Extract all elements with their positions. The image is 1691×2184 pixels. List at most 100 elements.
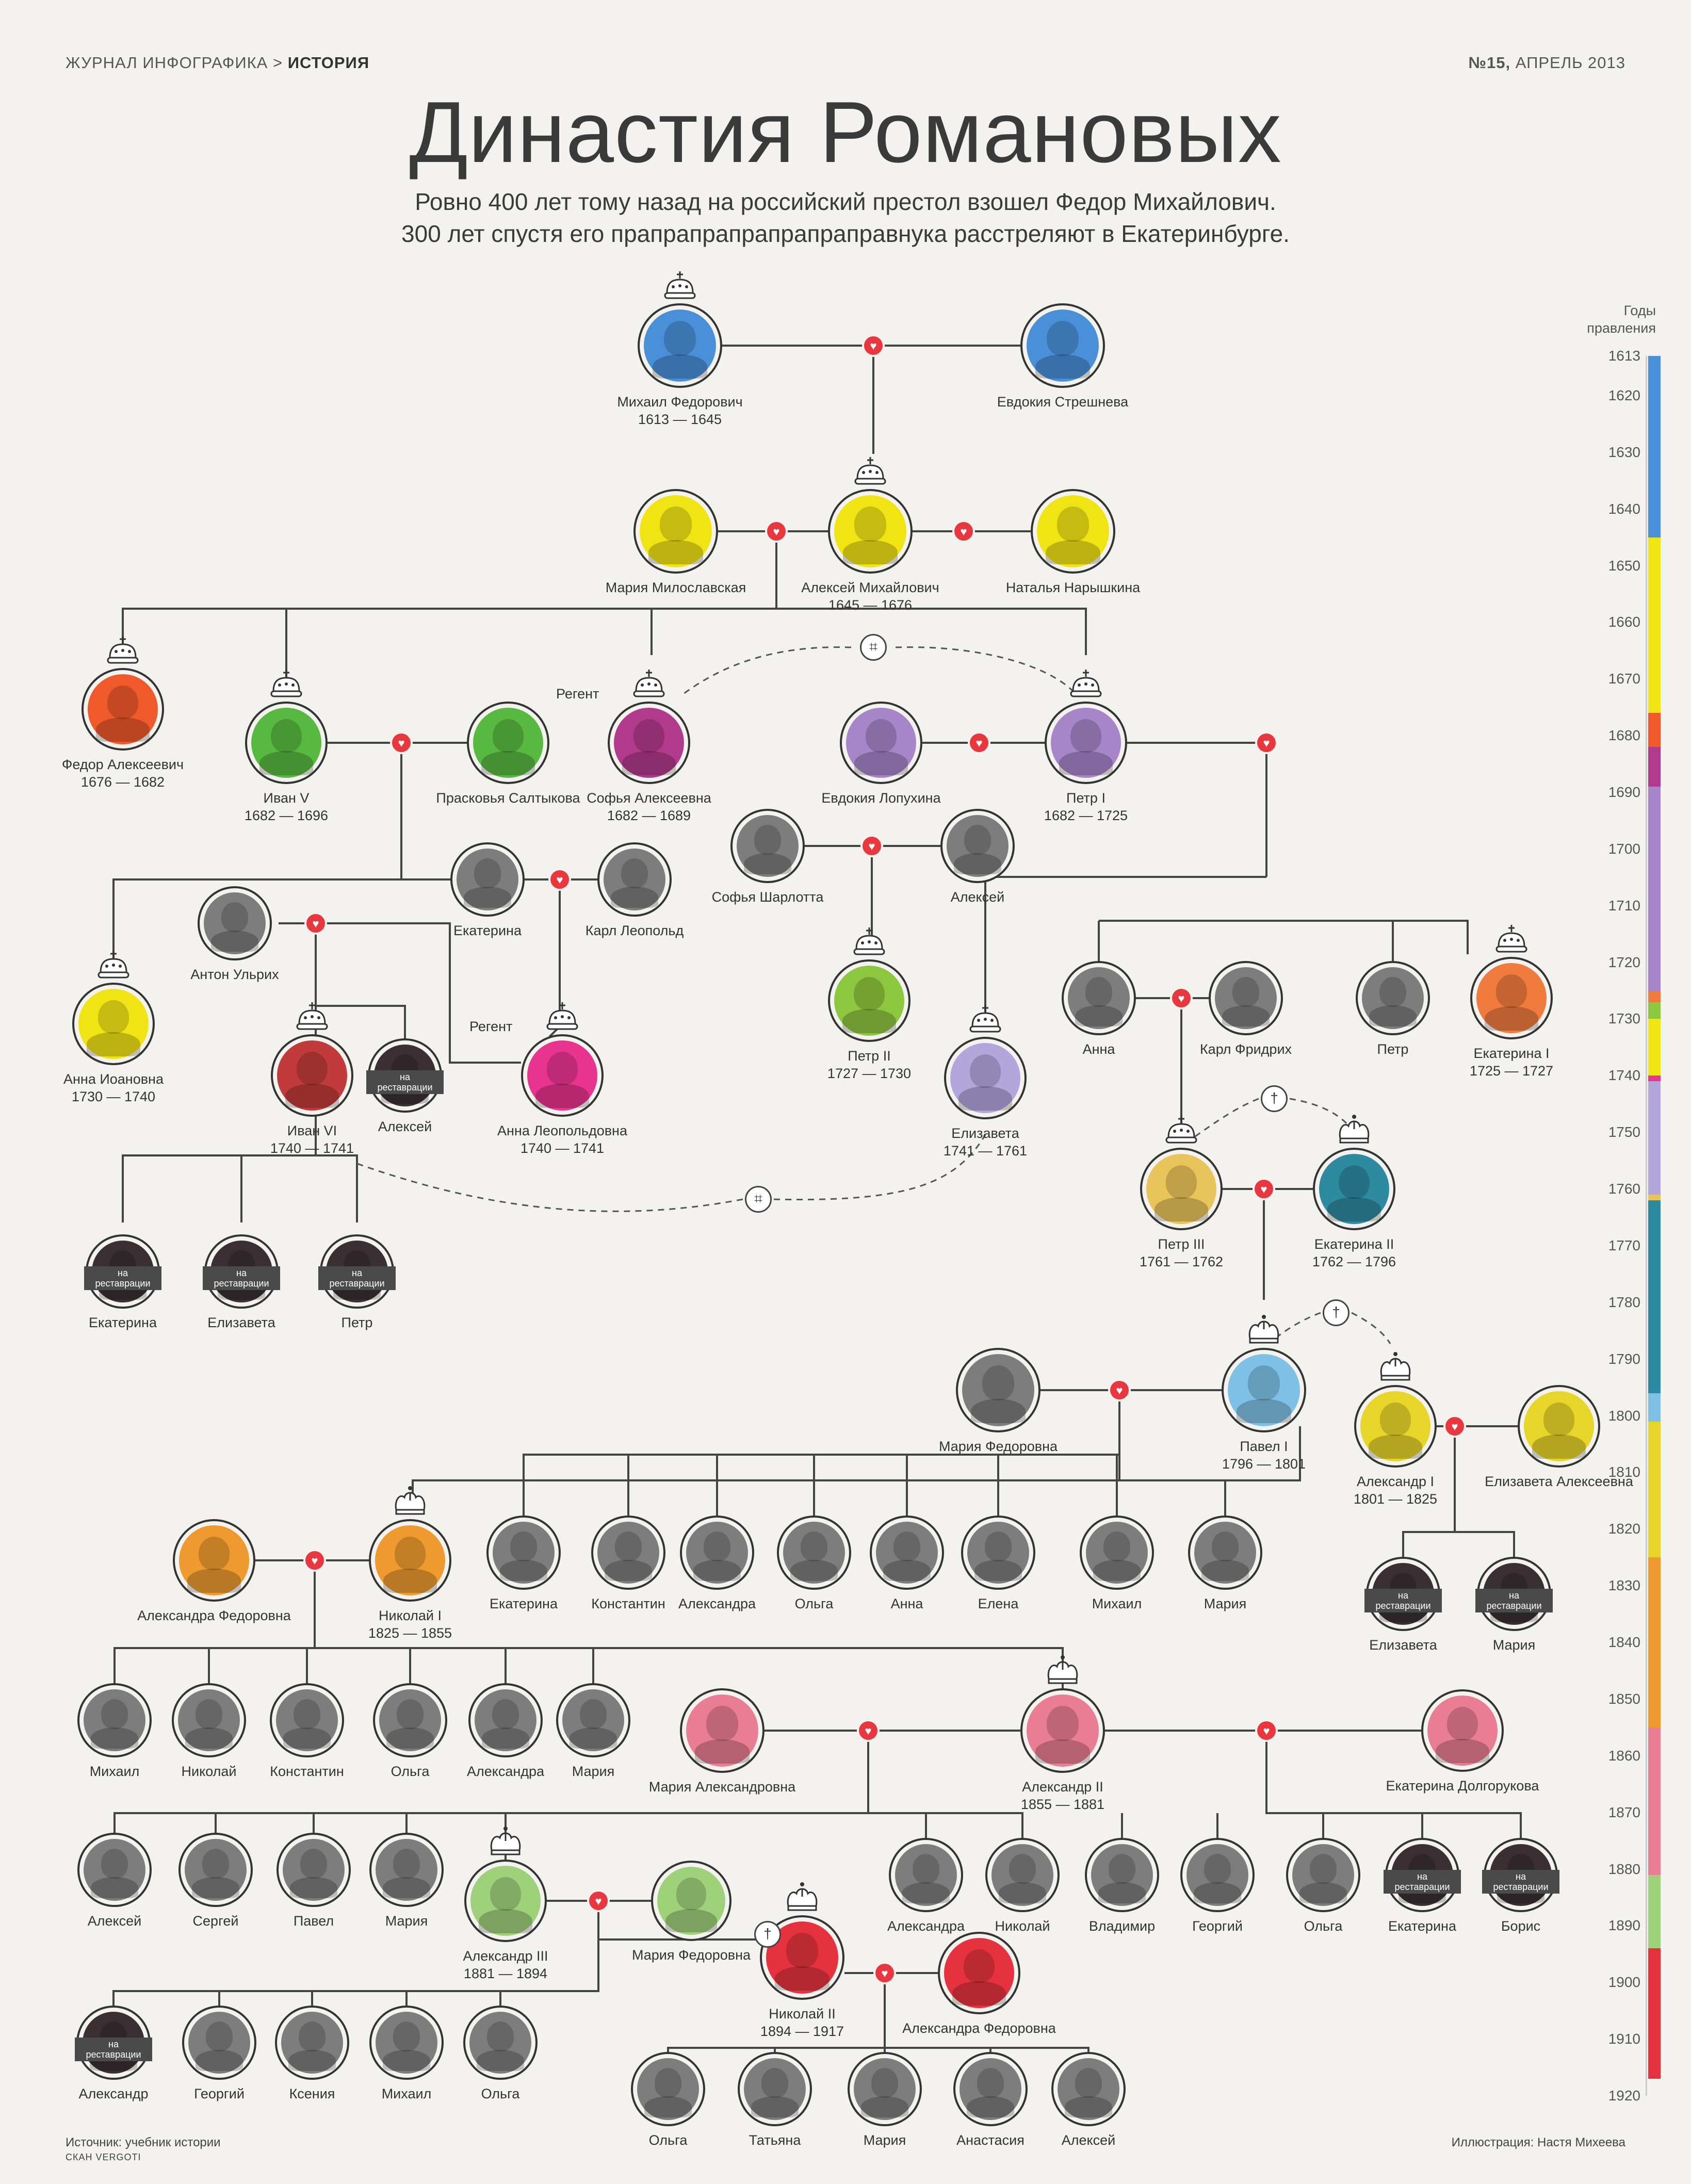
timeline-year-label: 1840 — [1608, 1634, 1640, 1651]
lineage-connector — [113, 1560, 316, 1683]
timeline-year-label: 1870 — [1608, 1804, 1640, 1820]
imperial-crown-icon — [1377, 1351, 1413, 1382]
reign-years: 1881 — 1894 — [463, 1966, 548, 1981]
reign-years: 1761 — 1762 — [1139, 1254, 1224, 1269]
person-name: Евдокия Стрешнева — [954, 393, 1171, 411]
portrait-frame — [275, 2006, 349, 2080]
portrait-image — [614, 708, 684, 778]
lineage-connector — [667, 1973, 886, 2052]
monomakh-cap-icon — [1070, 670, 1102, 697]
breadcrumb-separator: > — [268, 54, 288, 72]
marriage-heart-icon: ♥ — [1443, 1415, 1466, 1438]
person-name-text: Константин — [591, 1596, 665, 1611]
imperial-crown-icon — [395, 1486, 426, 1515]
portrait-frame — [940, 809, 1015, 883]
portrait-image — [1292, 1844, 1354, 1906]
monomakh-cap-icon — [967, 1003, 1003, 1034]
dagger-icon: † — [1323, 1299, 1349, 1326]
timeline-year-label: 1750 — [1608, 1124, 1640, 1140]
monomakh-cap-icon — [1068, 667, 1104, 698]
imperial-crown-icon — [490, 1827, 521, 1855]
portrait-image — [1427, 1696, 1498, 1766]
person-name-text: Анна — [890, 1596, 923, 1611]
portrait-frame — [944, 1037, 1027, 1119]
reign-segment — [1648, 787, 1661, 991]
reign-segment — [1648, 356, 1661, 537]
portrait-image — [375, 1525, 445, 1595]
succession-arrow — [355, 1162, 743, 1212]
reign-years: 1682 — 1725 — [1044, 808, 1128, 823]
person-name-text: Евдокия Лопухина — [821, 790, 941, 806]
person-name: Татьяна — [666, 2131, 883, 2149]
lineage-connector — [597, 1901, 760, 1941]
person-name: Екатерина — [415, 1595, 632, 1612]
lineage-connector — [240, 1154, 316, 1223]
person-name-text: Мария Милославская — [605, 580, 746, 595]
person-name: Михаил — [6, 1763, 223, 1780]
portrait-image — [783, 1522, 845, 1584]
portrait-frame — [953, 2052, 1028, 2126]
portrait-frame — [464, 1860, 547, 1942]
person-name: Мария — [1406, 1636, 1622, 1654]
restoration-label-line-1: на — [400, 1072, 410, 1082]
portrait-frame — [638, 303, 722, 388]
restoration-label-line-2: реставрации — [214, 1278, 269, 1289]
monomakh-cap-icon — [662, 269, 698, 300]
lineage-connector — [400, 743, 450, 881]
portrait-image — [1362, 967, 1424, 1029]
person-name-text: Александр II — [1022, 1779, 1103, 1795]
person-name-text: Мария Федоровна — [631, 1947, 751, 1963]
timeline-year-label: 1613 — [1608, 348, 1640, 364]
reign-years: 1730 — 1740 — [71, 1089, 156, 1104]
reign-years: 1676 — 1682 — [80, 774, 165, 790]
portrait-image — [991, 1844, 1053, 1906]
person-name-text: Мария — [863, 2132, 906, 2148]
reign-segment — [1648, 537, 1661, 713]
restoration-label-line-2: реставрации — [377, 1082, 433, 1093]
person-name: Михаил — [298, 2085, 515, 2102]
person-name: Елена — [890, 1595, 1107, 1612]
person-name: Ольга — [302, 1763, 518, 1780]
timeline-year-label: 1860 — [1608, 1747, 1640, 1764]
succession-arrow — [1186, 1098, 1259, 1144]
portrait-image — [766, 1921, 838, 1994]
portrait-image — [493, 1522, 555, 1584]
marriage-heart-icon: ♥ — [857, 1719, 880, 1742]
portrait-image — [1037, 495, 1109, 567]
person-name-text: Александра — [678, 1596, 756, 1611]
reign-years: 1741 — 1761 — [943, 1143, 1028, 1159]
person-name: Михаил — [1009, 1595, 1225, 1612]
person-name: Николай — [914, 1917, 1131, 1935]
monomakh-cap-icon — [546, 1002, 578, 1030]
dagger-icon: † — [1261, 1085, 1288, 1112]
lineage-connector — [1402, 1426, 1456, 1557]
reign-segment — [1648, 1075, 1661, 1082]
person-name-text: Екатерина Долгорукова — [1386, 1778, 1539, 1794]
monomakh-cap-icon — [1163, 1114, 1199, 1145]
reign-segment — [1648, 1557, 1661, 1727]
portrait-image — [640, 495, 712, 567]
portrait-image — [204, 892, 266, 954]
portrait-frame — [172, 1683, 246, 1757]
person-name: Константин — [520, 1595, 737, 1612]
monomakh-cap-icon — [853, 927, 885, 955]
reign-segment — [1648, 990, 1661, 1002]
timeline-year-label: 1900 — [1608, 1974, 1640, 1991]
person-name: Мария Милославская — [567, 579, 784, 596]
timeline-year-label: 1620 — [1608, 387, 1640, 403]
reign-segment — [1648, 1019, 1661, 1076]
portrait-image — [469, 2012, 531, 2074]
portrait-image — [854, 2058, 916, 2120]
portrait-frame — [1051, 2052, 1126, 2126]
person-name: Екатерина Долгорукова — [1354, 1777, 1571, 1795]
portrait-frame — [956, 1348, 1040, 1432]
person-name: Елизавета Алексеевна — [1451, 1473, 1667, 1490]
